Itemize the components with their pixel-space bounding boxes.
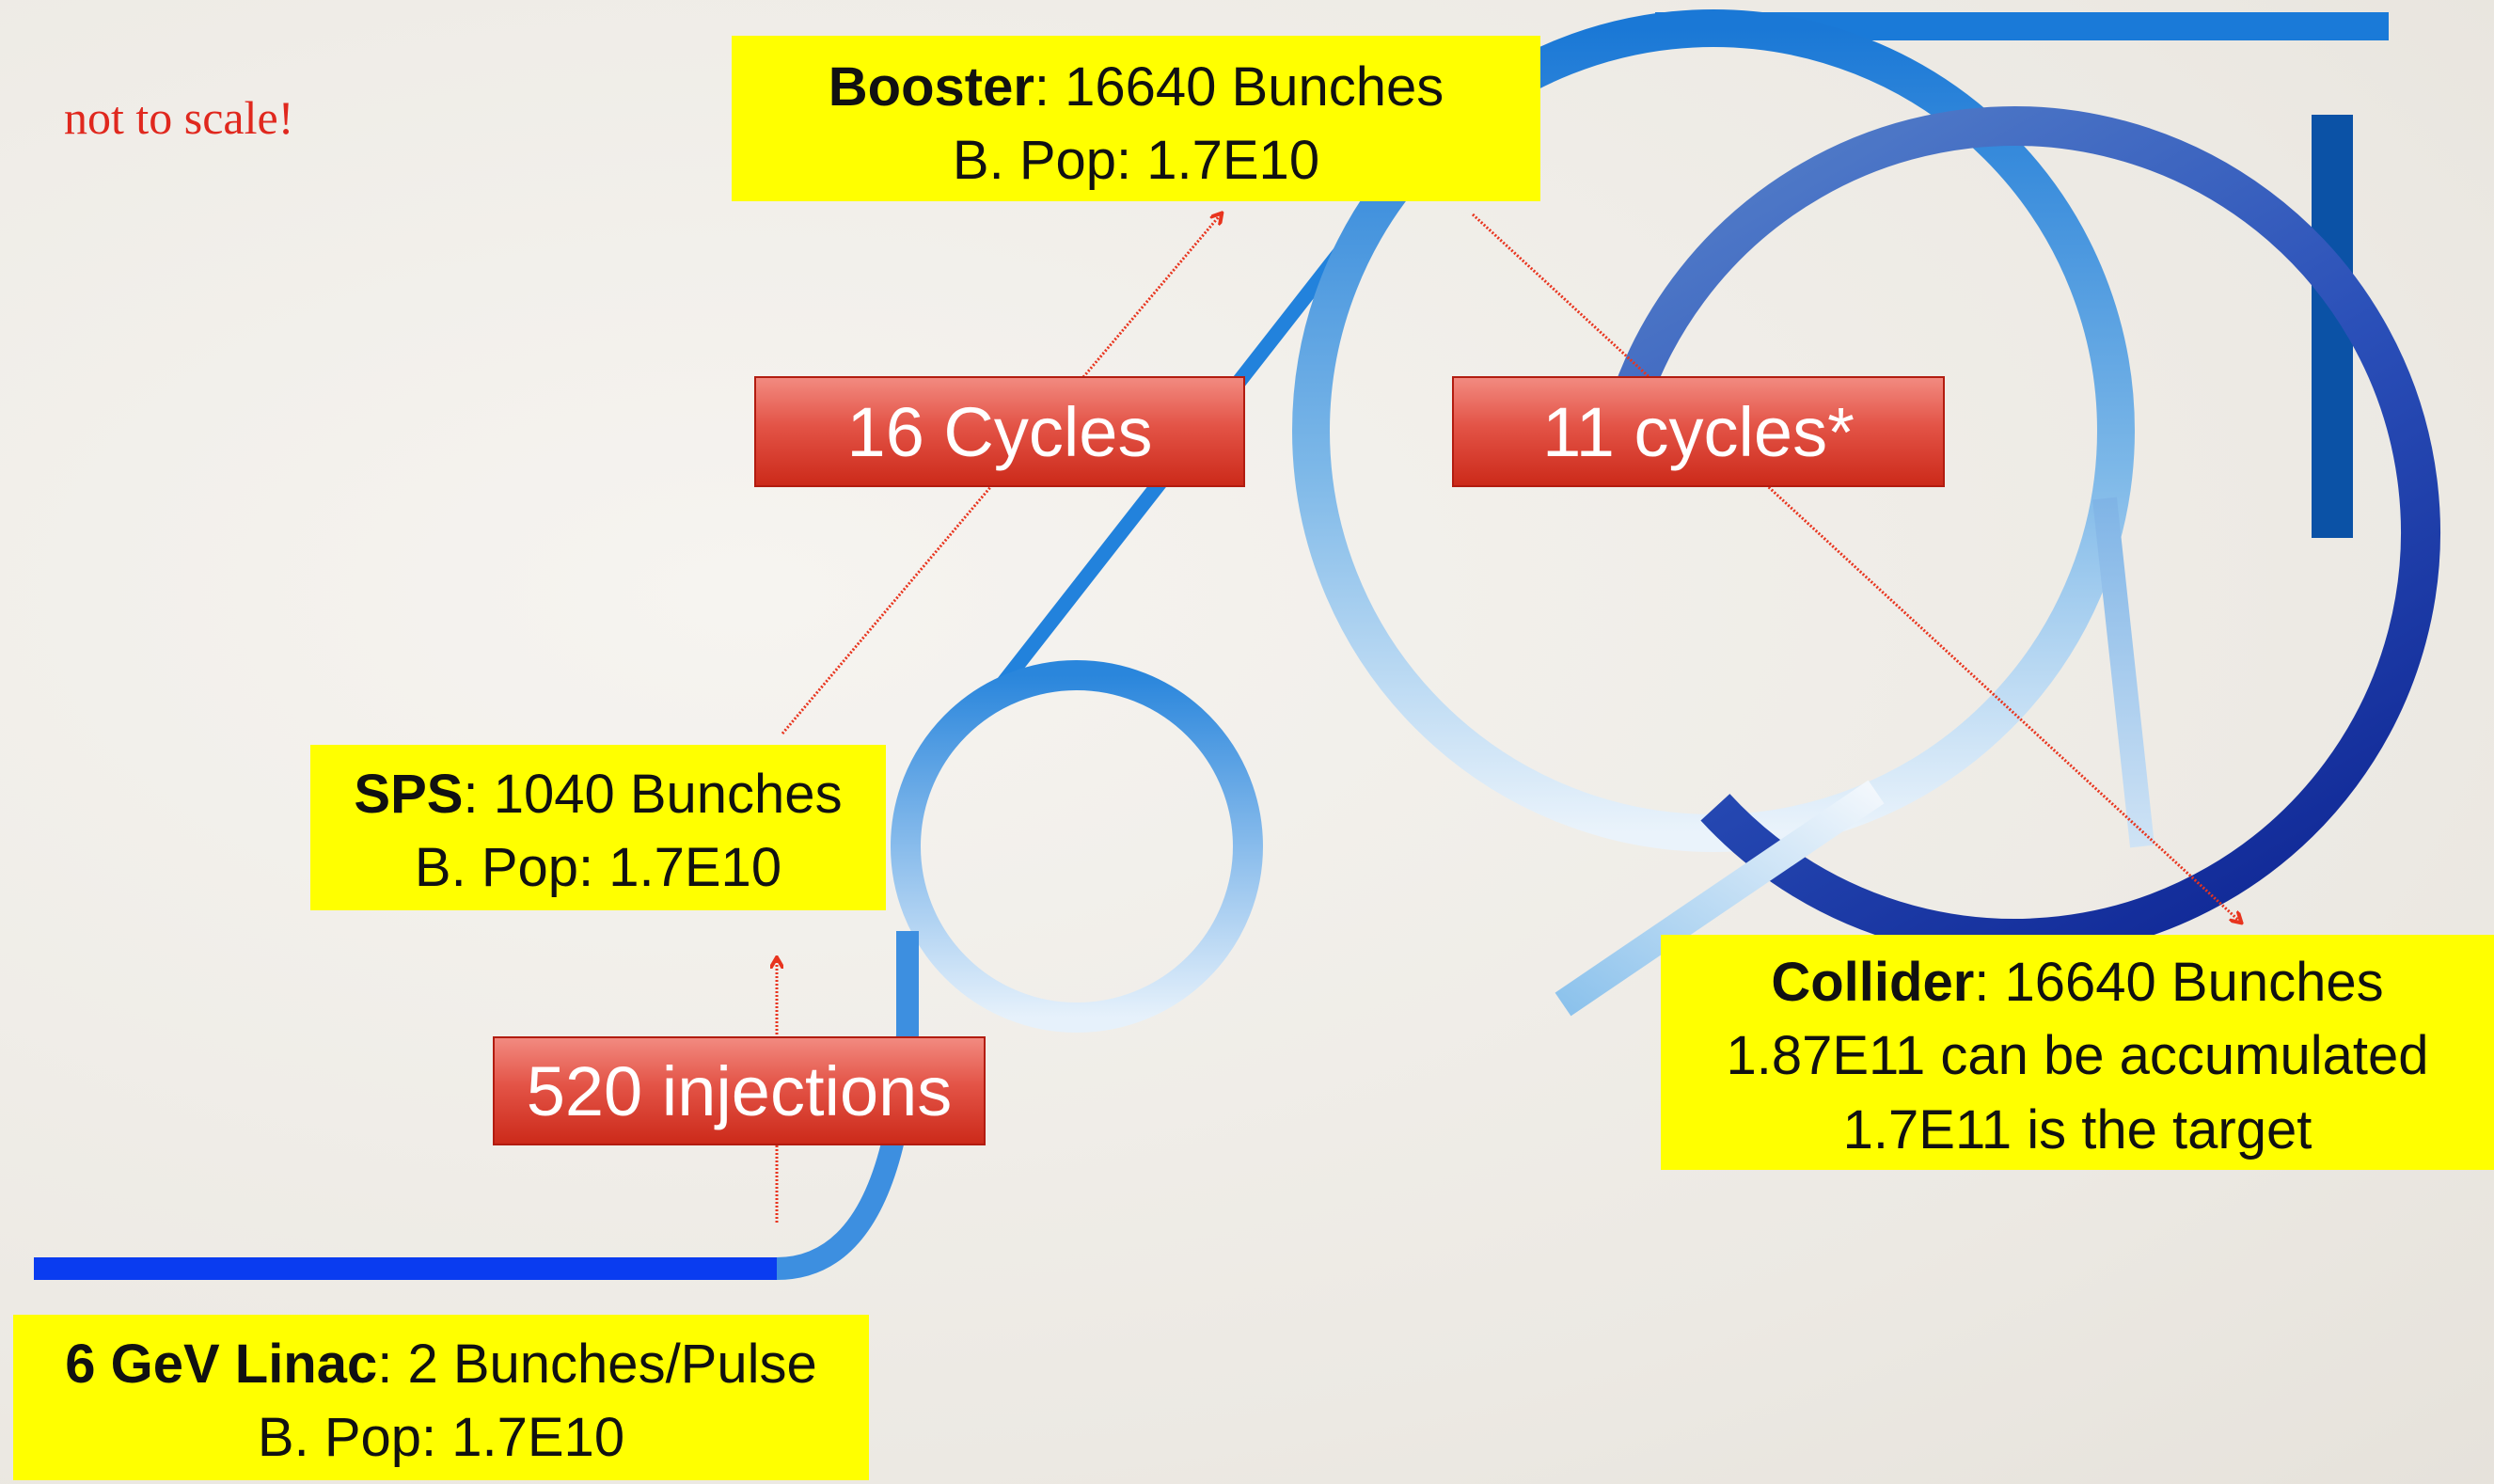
- collider-bottom-transfer-line: [1555, 780, 1885, 1017]
- booster-population: B. Pop: 1.7E10: [952, 130, 1320, 192]
- collider-name: Collider: [1771, 952, 1975, 1013]
- collider-accumulated: 1.87E11 can be accumulated: [1726, 1025, 2429, 1087]
- label-520-injections: 520 injections: [493, 1036, 986, 1145]
- linac-population: B. Pop: 1.7E10: [257, 1407, 625, 1469]
- sps-line-1: SPS: 1040 Bunches: [310, 758, 886, 831]
- sps-name: SPS: [354, 764, 464, 825]
- linac-info-box: 6 GeV Linac: 2 Bunches/Pulse B. Pop: 1.7…: [13, 1315, 869, 1480]
- arrow-booster-to-collider: [1471, 213, 2240, 922]
- collider-line-1: Collider: 16640 Bunches: [1661, 946, 2494, 1019]
- collider-info-box: Collider: 16640 Bunches 1.87E11 can be a…: [1661, 935, 2494, 1170]
- sps-population: B. Pop: 1.7E10: [414, 837, 782, 899]
- label-16-cycles: 16 Cycles: [754, 376, 1245, 487]
- booster-info-box: Booster: 16640 Bunches B. Pop: 1.7E10: [732, 36, 1540, 201]
- collider-bunches: : 16640 Bunches: [1974, 952, 2384, 1013]
- collider-right-transfer-line: [2092, 497, 2155, 848]
- collider-target: 1.7E11 is the target: [1842, 1098, 2312, 1160]
- booster-bunches: : 16640 Bunches: [1034, 56, 1444, 118]
- booster-name: Booster: [828, 56, 1034, 118]
- linac-line-1: 6 GeV Linac: 2 Bunches/Pulse: [13, 1328, 869, 1401]
- sps-info-box: SPS: 1040 Bunches B. Pop: 1.7E10: [310, 745, 886, 910]
- linac-name: 6 GeV Linac: [65, 1334, 378, 1395]
- not-to-scale-note: not to scale!: [64, 91, 294, 144]
- linac-bunches: : 2 Bunches/Pulse: [377, 1334, 817, 1395]
- sps-ring: [891, 660, 1263, 1033]
- sps-bunches: : 1040 Bunches: [463, 764, 843, 825]
- booster-line-1: Booster: 16640 Bunches: [732, 51, 1540, 124]
- label-11-cycles: 11 cycles*: [1452, 376, 1945, 487]
